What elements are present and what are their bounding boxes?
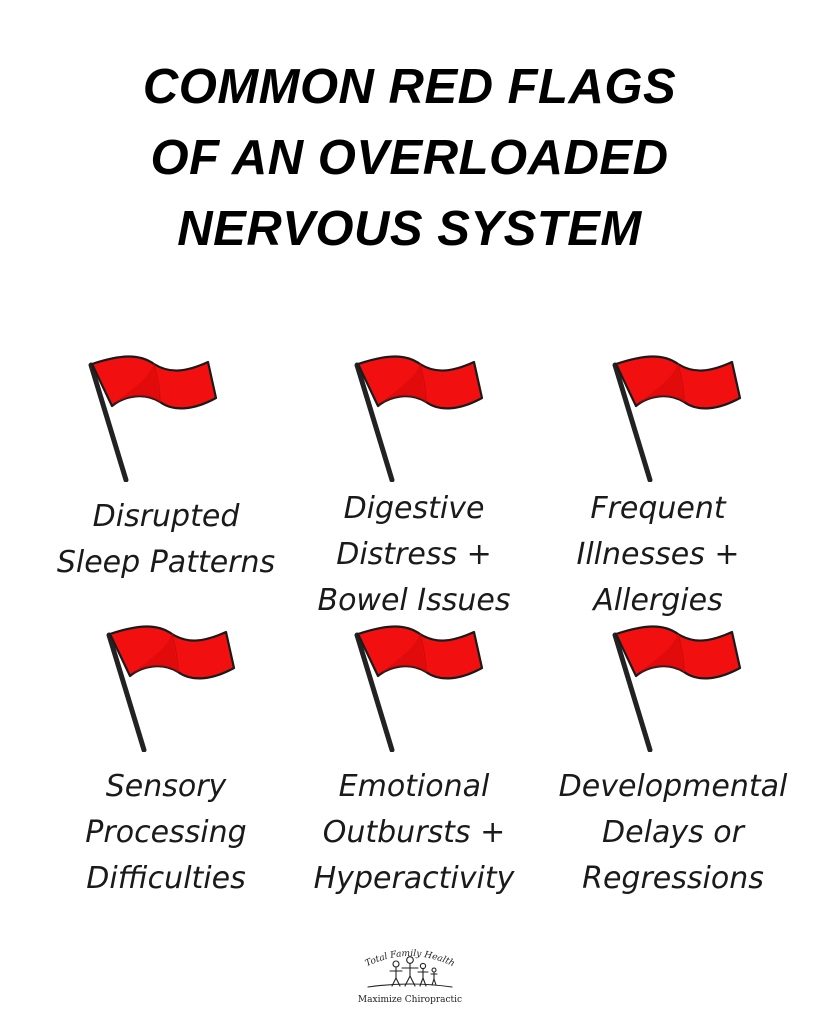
flag-label-line: Disrupted bbox=[92, 499, 240, 534]
title-line-2: OF AN OVERLOADED bbox=[150, 131, 669, 185]
flag-label-line: Sensory bbox=[105, 769, 227, 804]
flag-label-line: Outbursts + bbox=[322, 815, 506, 850]
red-flag-icon bbox=[606, 622, 756, 753]
family-logo-icon: Total Family Health Maximize Chiropracti… bbox=[338, 940, 482, 1010]
flag-label-line: Bowel Issues bbox=[317, 583, 511, 618]
red-flag-icon bbox=[606, 352, 756, 483]
flag-label-line: Emotional bbox=[338, 769, 490, 804]
flag-label-line: Difficulties bbox=[86, 861, 246, 896]
flag-label-line: Digestive bbox=[343, 491, 485, 526]
flag-label-line: Developmental bbox=[558, 769, 788, 804]
title-line-3: NERVOUS SYSTEM bbox=[177, 202, 642, 256]
title-line-1: COMMON RED FLAGS bbox=[142, 60, 677, 114]
flag-label-line: Illnesses + bbox=[576, 537, 740, 572]
flag-label-line: Processing bbox=[85, 815, 247, 850]
red-flag-icon bbox=[348, 622, 498, 753]
flag-label-line: Delays or bbox=[602, 815, 744, 850]
red-flag-icon bbox=[100, 622, 250, 753]
flag-label-6: Developmental Delays or Regressions bbox=[543, 764, 803, 902]
logo-bottom-text: Maximize Chiropractic bbox=[358, 995, 462, 1005]
flag-label-3: Frequent Illnesses + Allergies bbox=[528, 486, 788, 624]
flag-label-line: Hyperactivity bbox=[313, 861, 515, 896]
flag-label-line: Frequent bbox=[590, 491, 726, 526]
red-flag-icon bbox=[82, 352, 232, 483]
flag-label-4: Sensory Processing Difficulties bbox=[36, 764, 296, 902]
red-flag-icon bbox=[348, 352, 498, 483]
flag-label-line: Allergies bbox=[593, 583, 723, 618]
flag-label-line: Regressions bbox=[582, 861, 764, 896]
flag-label-2: Digestive Distress + Bowel Issues bbox=[284, 486, 544, 624]
flag-label-line: Sleep Patterns bbox=[56, 545, 276, 580]
page-title: COMMON RED FLAGS OF AN OVERLOADED NERVOU… bbox=[0, 52, 819, 265]
flag-label-line: Distress + bbox=[336, 537, 492, 572]
flag-label-1: Disrupted Sleep Patterns bbox=[36, 494, 296, 586]
flag-label-5: Emotional Outbursts + Hyperactivity bbox=[284, 764, 544, 902]
